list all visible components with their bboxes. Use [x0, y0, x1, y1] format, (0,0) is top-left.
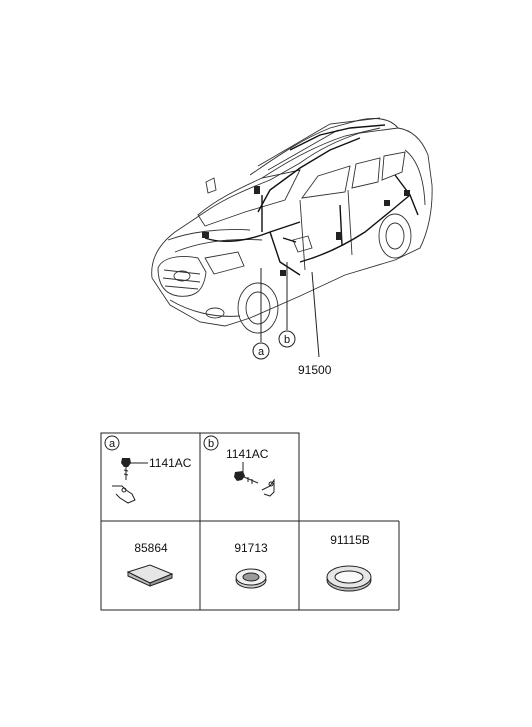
part-number-91500: 91500 — [298, 363, 332, 377]
cell-a-part-number: 1141AC — [149, 456, 192, 470]
bolt-icon — [121, 458, 131, 480]
grommet-icon — [326, 565, 372, 592]
grommet-icon — [235, 568, 267, 589]
callout-b: b — [278, 330, 296, 348]
bolt-icon — [234, 471, 259, 484]
leader-line-91500 — [311, 271, 320, 358]
cell-91115b-part-number: 91115B — [330, 533, 370, 547]
cell-a-marker: a — [109, 438, 116, 450]
cell-85864: 85864 — [126, 541, 174, 587]
cell-a: a 1141AC — [104, 435, 192, 504]
cell-91713: 91713 — [234, 541, 268, 589]
callout-a: a — [252, 342, 270, 360]
callout-a-text: a — [258, 346, 265, 358]
cell-91115b: 91115B — [326, 533, 372, 592]
callout-b-text: b — [284, 334, 290, 346]
pad-icon — [126, 564, 174, 587]
cell-b-part-number: 1141AC — [226, 447, 269, 461]
vehicle-illustration — [151, 117, 433, 334]
ground-terminal-icon — [261, 478, 275, 497]
ground-terminal-icon — [112, 485, 136, 504]
cell-b-marker: b — [208, 438, 214, 450]
cell-b: b 1141AC — [203, 435, 275, 497]
cell-85864-part-number: 85864 — [134, 541, 168, 555]
cell-91713-part-number: 91713 — [234, 541, 268, 555]
parts-table — [100, 432, 400, 611]
